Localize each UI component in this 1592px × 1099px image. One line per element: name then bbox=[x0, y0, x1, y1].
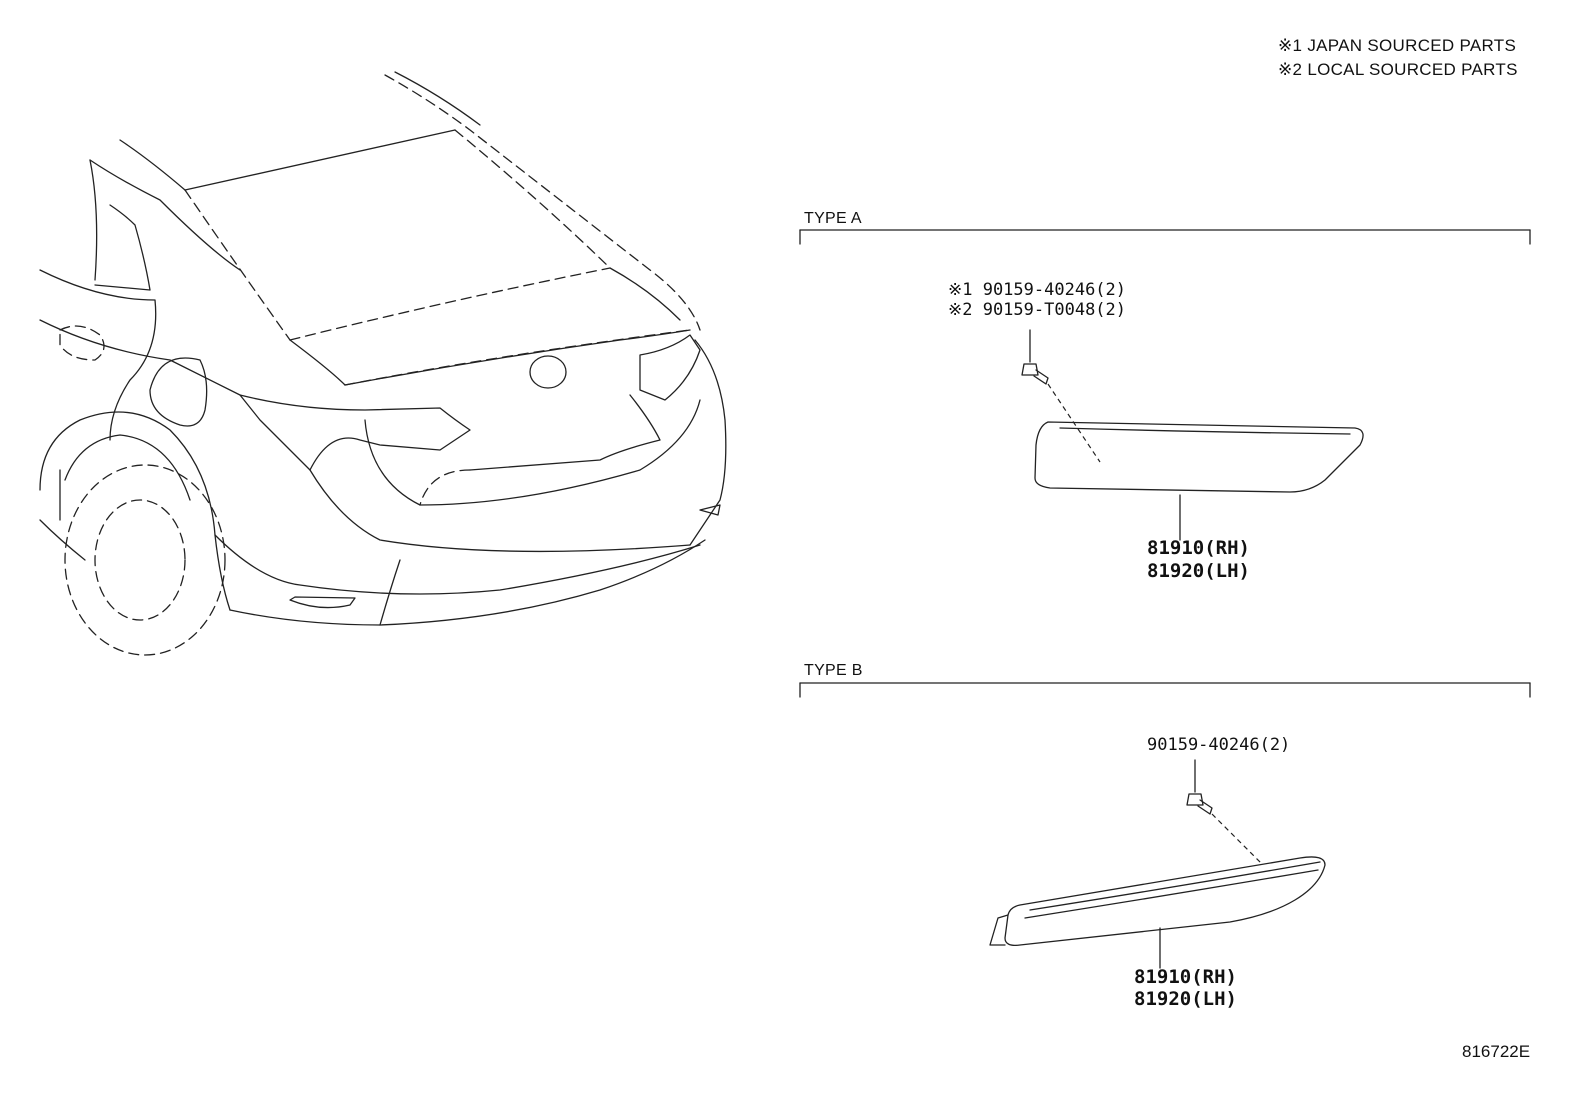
type-b-part-number-lh: 81920(LH) bbox=[1134, 988, 1237, 1010]
legend-note-local: ※2 LOCAL SOURCED PARTS bbox=[1278, 60, 1518, 79]
type-a-part-number-rh: 81910(RH) bbox=[1147, 537, 1250, 559]
type-a-bolt-part-number-2: ※2 90159-T0048(2) bbox=[948, 300, 1127, 320]
type-a-label: TYPE A bbox=[804, 210, 862, 227]
car-rear-illustration bbox=[39, 71, 727, 656]
type-b-bolt bbox=[1186, 759, 1263, 865]
type-a-bolt bbox=[1021, 329, 1101, 463]
type-b-label: TYPE B bbox=[804, 662, 863, 679]
type-a-part-number-lh: 81920(LH) bbox=[1147, 560, 1250, 582]
type-a-bracket bbox=[799, 229, 1531, 245]
type-b-reflector bbox=[989, 856, 1326, 969]
type-a-reflector bbox=[1034, 421, 1364, 541]
illustration-code: 816722E bbox=[1462, 1042, 1531, 1061]
type-a-bolt-part-number-1: ※1 90159-40246(2) bbox=[948, 280, 1127, 300]
type-b-part-number-rh: 81910(RH) bbox=[1134, 966, 1237, 988]
legend-note-japan: ※1 JAPAN SOURCED PARTS bbox=[1278, 36, 1517, 55]
type-b-bracket bbox=[799, 682, 1531, 698]
type-b-bolt-part-number: 90159-40246(2) bbox=[1147, 735, 1291, 755]
